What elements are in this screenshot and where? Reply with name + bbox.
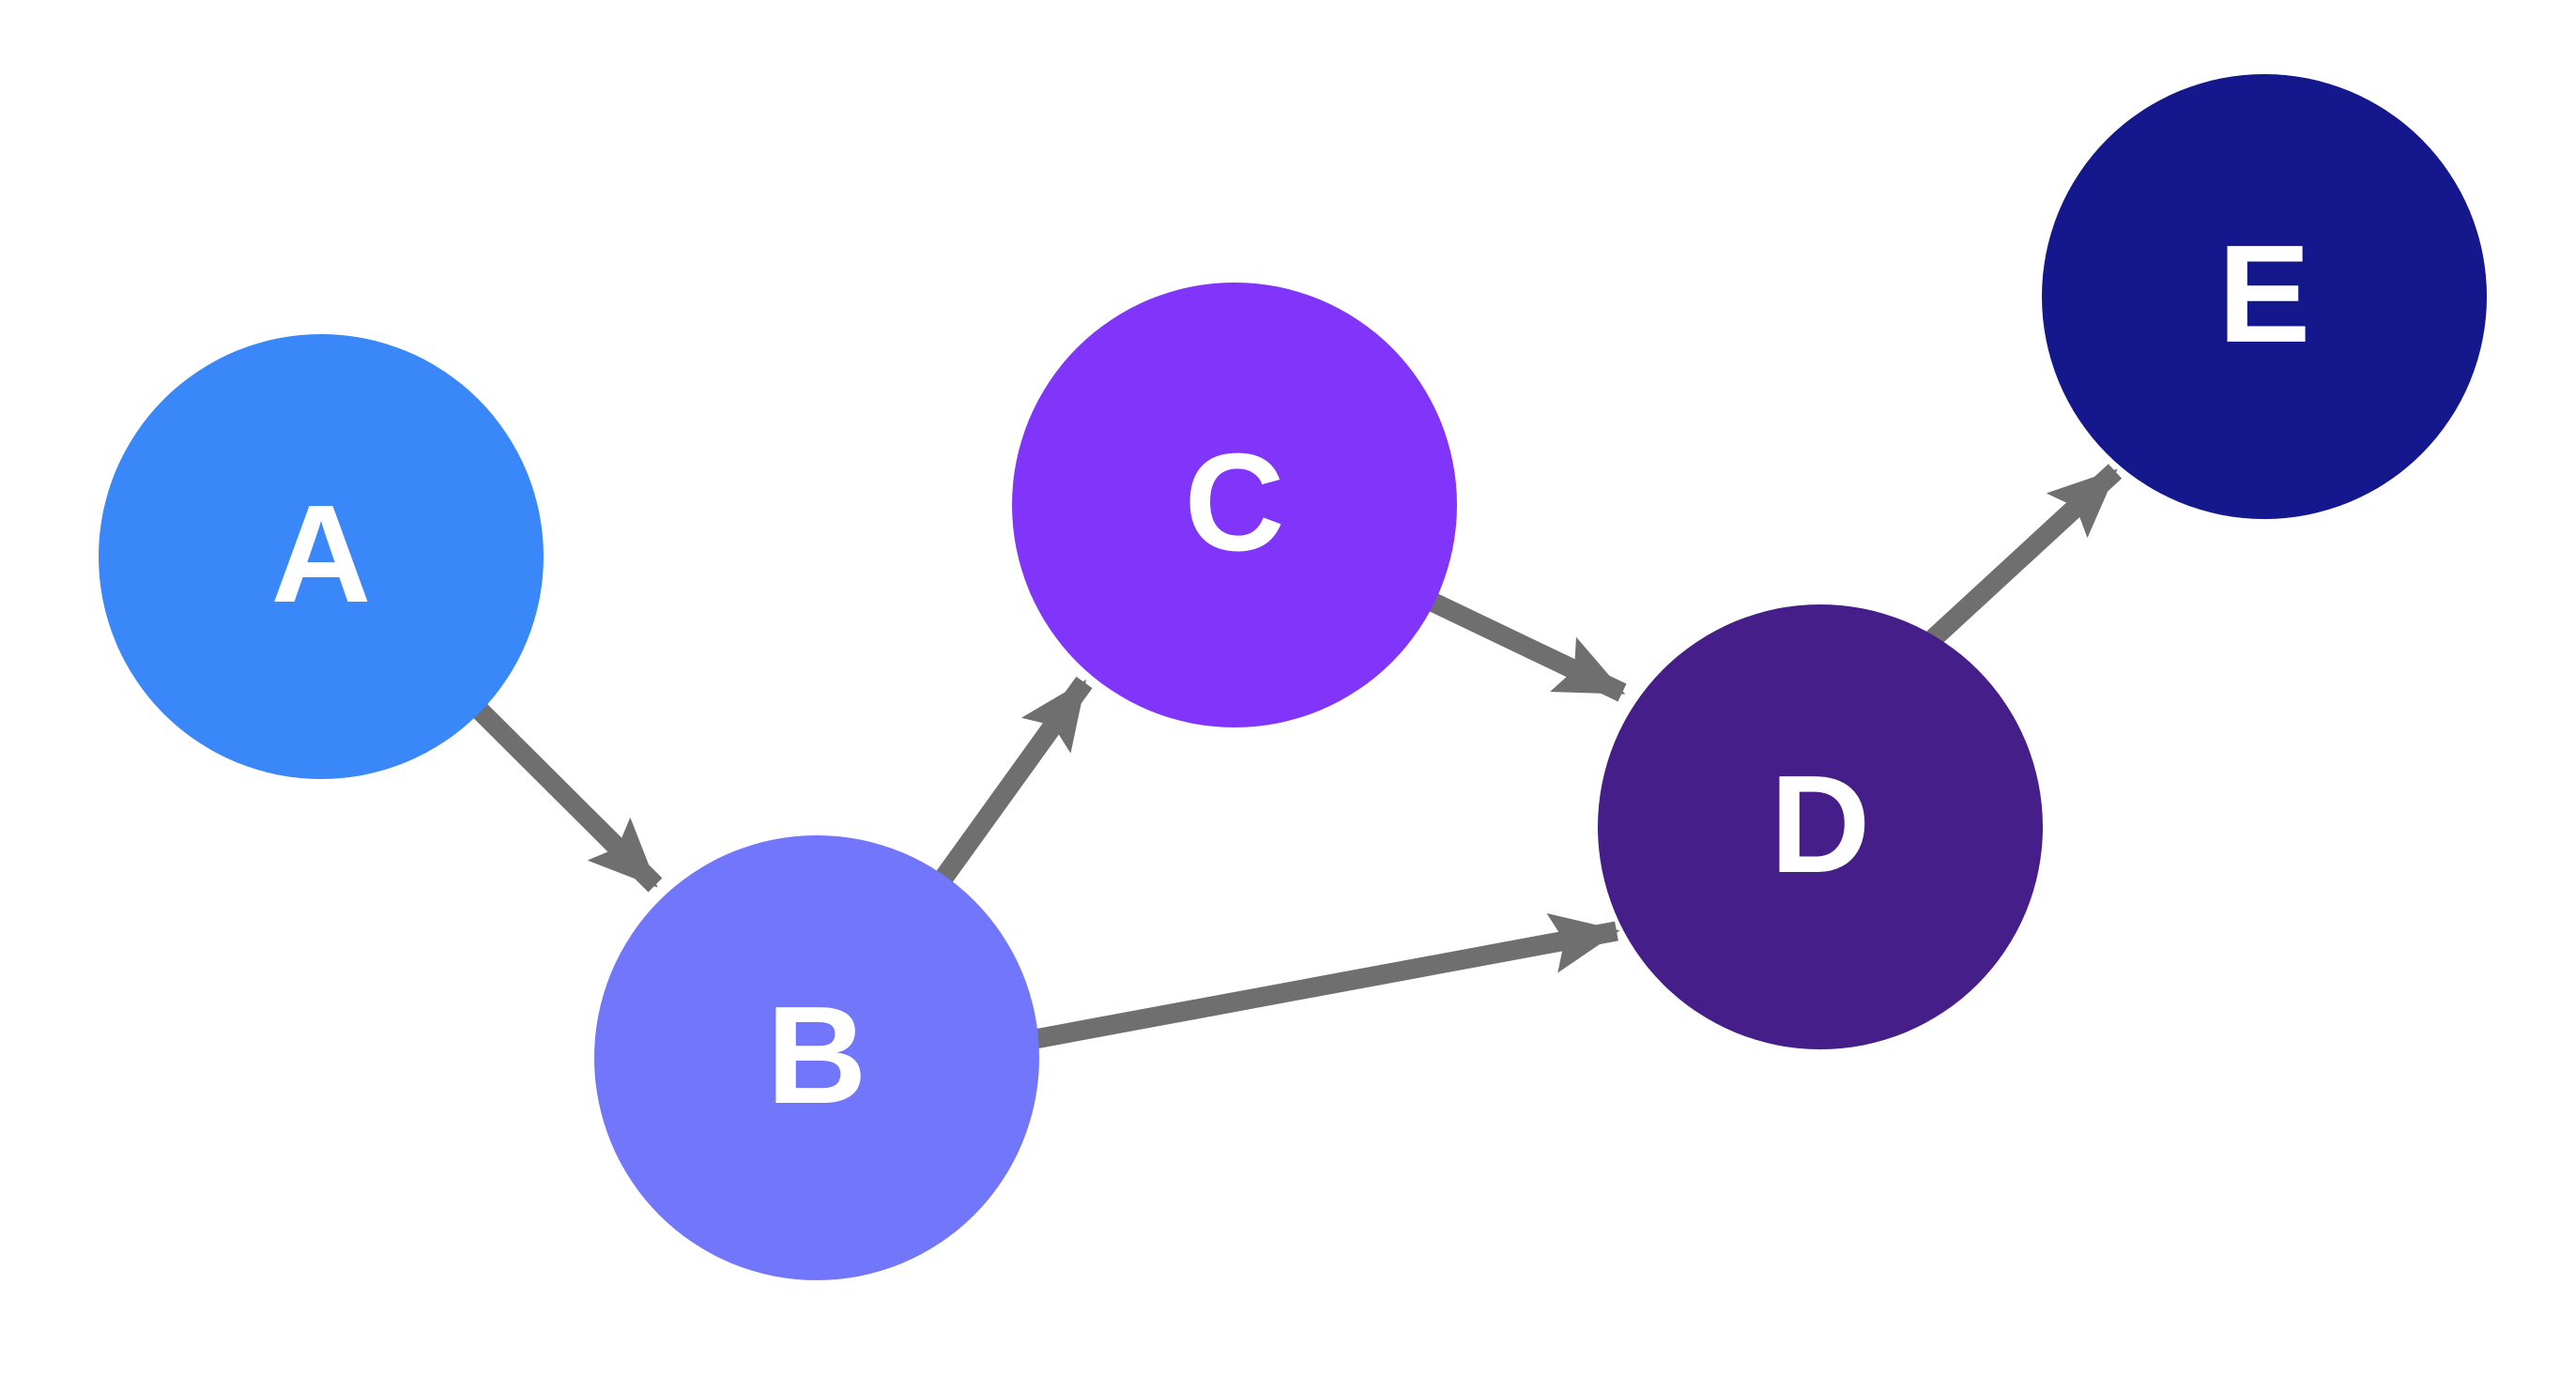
node-B-circle <box>594 835 1039 1280</box>
node-A-circle <box>99 334 544 779</box>
node-D: D <box>1598 604 2043 1049</box>
node-C: C <box>1012 283 1457 727</box>
node-C-circle <box>1012 283 1457 727</box>
node-A: A <box>99 334 544 779</box>
node-E-circle <box>2042 74 2487 519</box>
node-D-circle <box>1598 604 2043 1049</box>
node-E: E <box>2042 74 2487 519</box>
node-B: B <box>594 835 1039 1280</box>
edge-B-D-arrow <box>937 912 1620 1067</box>
